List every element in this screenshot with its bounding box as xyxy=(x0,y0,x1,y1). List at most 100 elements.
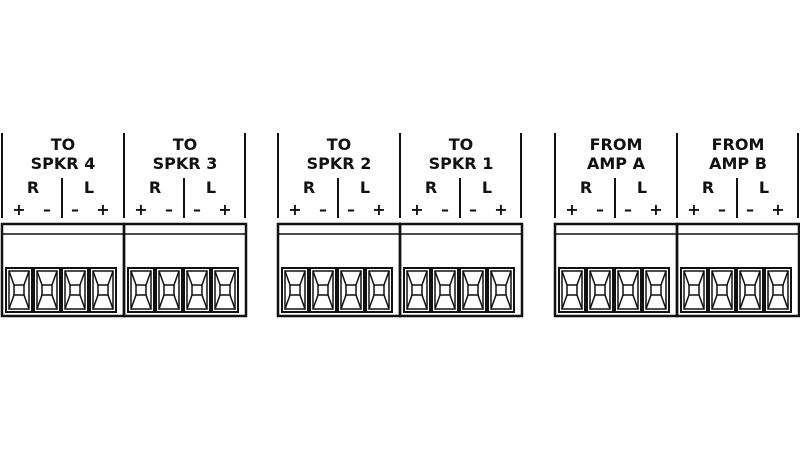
screw-terminal xyxy=(487,267,515,313)
terminal-bevel-line xyxy=(299,294,306,310)
polarity-label: + xyxy=(288,200,301,219)
terminal-bevel-line xyxy=(383,294,390,310)
terminal-bevel-line xyxy=(214,294,221,310)
polarity-label: – xyxy=(441,200,449,219)
screw-terminal xyxy=(281,267,309,313)
terminal-bevel-line xyxy=(754,270,761,286)
block-label-line2: AMP A xyxy=(587,154,646,173)
terminal-screw xyxy=(373,284,385,296)
terminal-outer xyxy=(281,267,309,313)
terminal-bevel-line xyxy=(36,294,43,310)
screw-terminal xyxy=(89,267,117,313)
screw-terminal xyxy=(127,267,155,313)
terminal-bevel-line xyxy=(340,270,347,286)
polarity-label: – xyxy=(71,200,79,219)
terminal-bevel-line xyxy=(92,294,99,310)
terminal-bevel-line xyxy=(229,270,236,286)
screw-terminal xyxy=(155,267,183,313)
terminal-bevel-line xyxy=(186,270,193,286)
terminal-inner xyxy=(406,270,428,310)
terminal-inner xyxy=(589,270,611,310)
screw-terminal xyxy=(764,267,792,313)
terminal-screw xyxy=(566,284,578,296)
polarity-label: + xyxy=(372,200,385,219)
terminal-outer xyxy=(309,267,337,313)
terminal-screw xyxy=(289,284,301,296)
terminal-bevel-line xyxy=(158,294,165,310)
terminal-bevel-line xyxy=(645,294,652,310)
terminal-bevel-line xyxy=(711,270,718,286)
terminal-outer xyxy=(155,267,183,313)
terminal-bevel-line xyxy=(368,294,375,310)
terminal-inner xyxy=(645,270,667,310)
terminal-bevel-line xyxy=(64,294,71,310)
terminal-bevel-line xyxy=(683,270,690,286)
terminal-bevel-line xyxy=(421,294,428,310)
terminal-inner xyxy=(186,270,208,310)
terminal-inner xyxy=(64,270,86,310)
screw-terminal xyxy=(614,267,642,313)
terminal-bevel-line xyxy=(406,294,413,310)
terminal-screw xyxy=(13,284,25,296)
terminal-inner xyxy=(683,270,705,310)
terminal-screw xyxy=(467,284,479,296)
terminal-bevel-line xyxy=(711,294,718,310)
screw-terminal xyxy=(459,267,487,313)
terminal-bevel-line xyxy=(158,270,165,286)
terminal-bevel-line xyxy=(589,294,596,310)
terminal-bevel-line xyxy=(604,270,611,286)
terminal-screw xyxy=(41,284,53,296)
terminal-outer xyxy=(365,267,393,313)
terminal-screw xyxy=(650,284,662,296)
terminal-inner xyxy=(340,270,362,310)
terminal-inner xyxy=(617,270,639,310)
terminal-bevel-line xyxy=(229,294,236,310)
terminal-bevel-line xyxy=(186,294,193,310)
terminal-bevel-line xyxy=(64,270,71,286)
terminal-bevel-line xyxy=(327,270,334,286)
terminal-bevel-line xyxy=(645,270,652,286)
terminal-bevel-line xyxy=(145,294,152,310)
terminal-bevel-line xyxy=(561,270,568,286)
channel-label-r: R xyxy=(702,178,714,197)
terminal-inner xyxy=(711,270,733,310)
terminal-screw xyxy=(622,284,634,296)
terminal-bevel-line xyxy=(683,294,690,310)
polarity-label: + xyxy=(565,200,578,219)
terminal-bevel-line xyxy=(477,270,484,286)
terminal-outer xyxy=(183,267,211,313)
terminal-bevel-line xyxy=(383,270,390,286)
terminal-outer xyxy=(642,267,670,313)
channel-label-r: R xyxy=(580,178,592,197)
terminal-bevel-line xyxy=(130,294,137,310)
terminal-bevel-line xyxy=(767,294,774,310)
block-label-line1: TO xyxy=(51,135,76,154)
terminal-bevel-line xyxy=(173,270,180,286)
screw-terminal xyxy=(365,267,393,313)
terminal-bevel-line xyxy=(604,294,611,310)
terminal-screw xyxy=(135,284,147,296)
polarity-label: – xyxy=(319,200,327,219)
terminal-bevel-line xyxy=(434,270,441,286)
block-label-line1: TO xyxy=(173,135,198,154)
terminal-bevel-line xyxy=(632,294,639,310)
terminal-screw xyxy=(97,284,109,296)
polarity-label: – xyxy=(746,200,754,219)
block-label-line2: SPKR 4 xyxy=(31,154,96,173)
block-label-line1: TO xyxy=(327,135,352,154)
terminal-bevel-line xyxy=(589,270,596,286)
terminal-screw xyxy=(163,284,175,296)
terminal-inner xyxy=(92,270,114,310)
terminal-bevel-line xyxy=(449,270,456,286)
block-label-line1: FROM xyxy=(712,135,765,154)
screw-terminal xyxy=(403,267,431,313)
terminal-outer xyxy=(459,267,487,313)
terminal-bevel-line xyxy=(632,270,639,286)
terminal-inner xyxy=(130,270,152,310)
terminal-inner xyxy=(158,270,180,310)
